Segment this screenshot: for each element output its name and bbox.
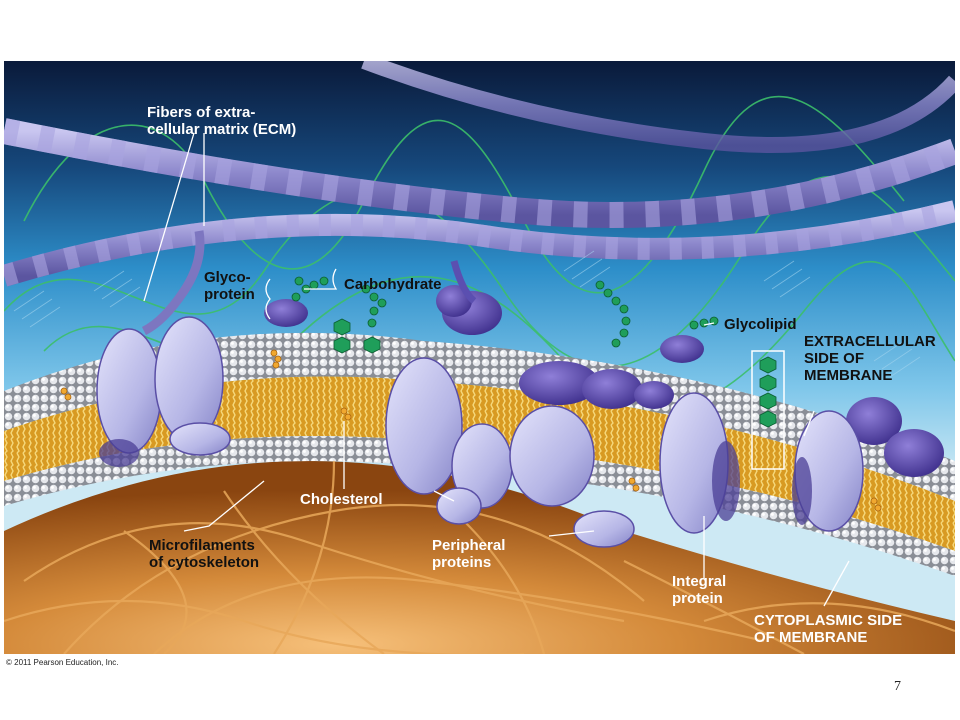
label-microfilaments: Microfilaments of cytoskeleton xyxy=(149,537,260,571)
protein-shadows xyxy=(99,439,812,525)
label-extracellular-side: EXTRACELLULAR SIDE OF MEMBRANE xyxy=(804,333,936,384)
glycoprotein-stalk-2 xyxy=(450,260,477,304)
bilayer-tails xyxy=(4,376,955,551)
label-glycolipid: Glycolipid xyxy=(724,316,797,333)
microfilaments xyxy=(4,460,955,654)
label-cholesterol: Cholesterol xyxy=(300,491,383,508)
ecm-mesh xyxy=(13,250,921,378)
leader-lines-dark xyxy=(183,480,265,532)
label-carbohydrate: Carbohydrate xyxy=(344,276,442,293)
carbohydrate-chains xyxy=(291,276,777,428)
label-glycoprotein: Glyco- protein xyxy=(204,269,255,303)
label-ecm: Fibers of extra- cellular matrix (ECM) xyxy=(147,104,297,138)
glycoprotein-stalk xyxy=(141,230,205,336)
membrane-illustration: Fibers of extra- cellular matrix (ECM) G… xyxy=(4,61,955,654)
copyright-notice: © 2011 Pearson Education, Inc. xyxy=(6,658,119,667)
glycolipid-bracket xyxy=(751,350,785,470)
bilayer-top-surface xyxy=(4,332,955,501)
page-number: 7 xyxy=(894,679,901,694)
label-cytoplasmic-side: CYTOPLASMIC SIDE OF MEMBRANE xyxy=(754,612,903,646)
proteins xyxy=(96,316,864,548)
label-integral-protein: Integral protein xyxy=(672,573,727,607)
cholesterol-molecules xyxy=(60,349,882,512)
cytoplasm xyxy=(4,461,955,654)
leader-lines xyxy=(143,132,850,607)
ecm-fibers xyxy=(4,61,955,287)
surface-proteins xyxy=(264,285,944,477)
label-peripheral-proteins: Peripheral proteins xyxy=(432,537,506,571)
